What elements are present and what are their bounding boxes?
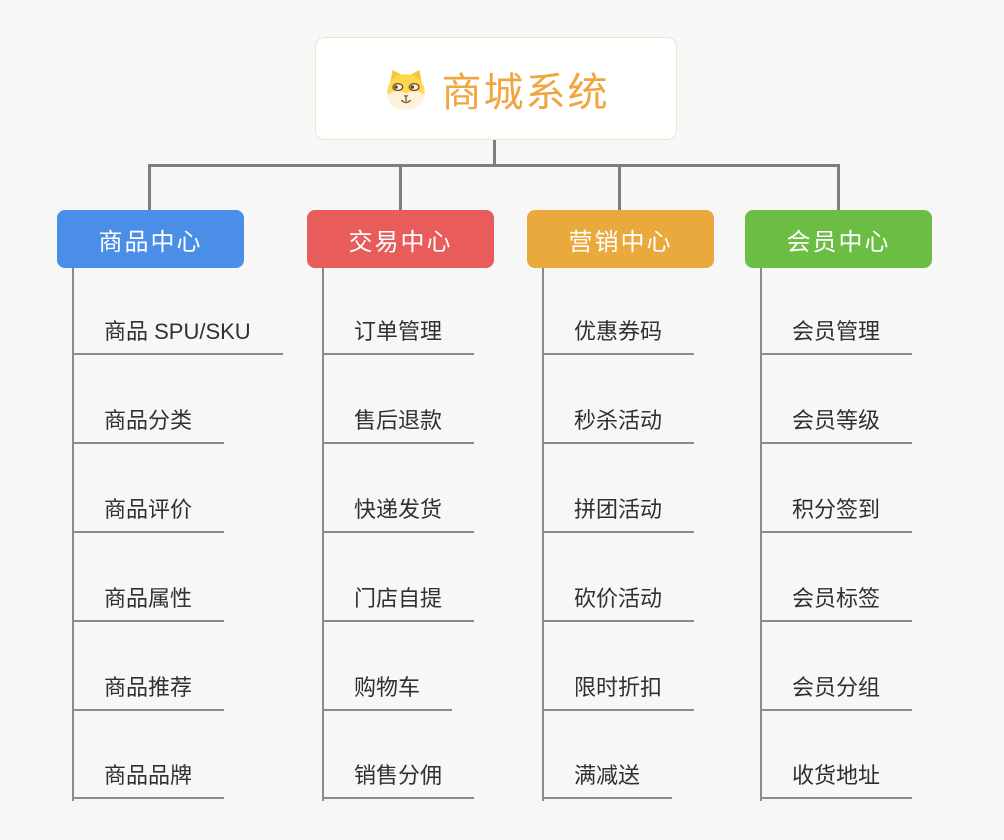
child-node[interactable]: 商品分类: [72, 407, 225, 444]
child-node[interactable]: 购物车: [322, 674, 453, 711]
child-node[interactable]: 商品品牌: [72, 762, 225, 799]
child-node[interactable]: 会员标签: [760, 585, 913, 622]
child-node[interactable]: 收货地址: [760, 762, 913, 799]
root-node[interactable]: 商城系统: [315, 37, 677, 140]
branch-spine-product: [72, 268, 74, 801]
child-node[interactable]: 订单管理: [322, 318, 475, 355]
child-node[interactable]: 秒杀活动: [542, 407, 695, 444]
branch-node-marketing[interactable]: 营销中心: [527, 210, 714, 268]
branch-spine-member: [760, 268, 762, 801]
child-node[interactable]: 限时折扣: [542, 674, 695, 711]
child-node[interactable]: 门店自提: [322, 585, 475, 622]
child-node[interactable]: 拼团活动: [542, 496, 695, 533]
branch-spine-marketing: [542, 268, 544, 801]
branch-node-member[interactable]: 会员中心: [745, 210, 932, 268]
child-node[interactable]: 商品评价: [72, 496, 225, 533]
connector-drop-product: [148, 164, 151, 210]
child-node[interactable]: 售后退款: [322, 407, 475, 444]
child-node[interactable]: 会员等级: [760, 407, 913, 444]
connector-root-drop: [493, 140, 496, 166]
child-node[interactable]: 商品 SPU/SKU: [72, 318, 283, 355]
connector-drop-marketing: [618, 164, 621, 210]
child-node[interactable]: 商品属性: [72, 585, 225, 622]
connector-drop-trade: [399, 164, 402, 210]
child-node[interactable]: 满减送: [542, 762, 673, 799]
connector-drop-member: [837, 164, 840, 210]
child-node[interactable]: 会员分组: [760, 674, 913, 711]
child-node[interactable]: 会员管理: [760, 318, 913, 355]
branch-spine-trade: [322, 268, 324, 801]
branch-node-product[interactable]: 商品中心: [57, 210, 244, 268]
child-node[interactable]: 快递发货: [322, 496, 475, 533]
child-node[interactable]: 砍价活动: [542, 585, 695, 622]
branch-node-trade[interactable]: 交易中心: [307, 210, 494, 268]
root-title: 商城系统: [441, 70, 610, 115]
child-node[interactable]: 商品推荐: [72, 674, 225, 711]
child-node[interactable]: 销售分佣: [322, 762, 475, 799]
child-node[interactable]: 优惠券码: [542, 318, 695, 355]
child-node[interactable]: 积分签到: [760, 496, 913, 533]
dog-icon: [383, 66, 429, 112]
connector-horizontal-bar: [148, 164, 840, 167]
